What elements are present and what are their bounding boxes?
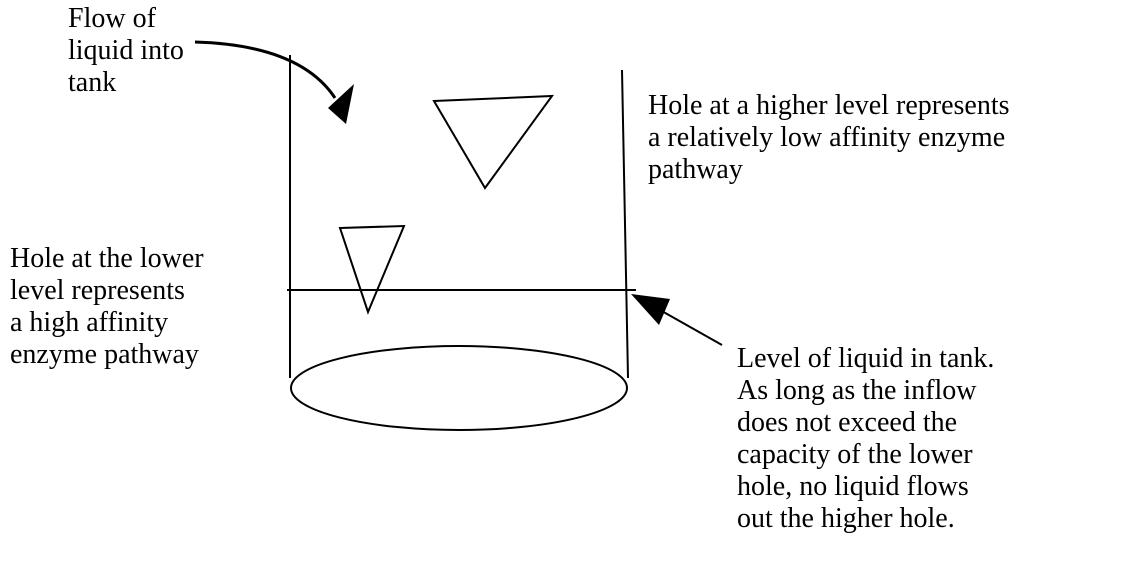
higher-hole-label-line: Hole at a higher level represents (648, 90, 1010, 121)
tank-bottom-ellipse (290, 345, 628, 431)
liquid-level-label-line: does not exceed the (737, 407, 958, 438)
flow-label-line: tank (68, 67, 117, 98)
inflow-arrowhead (328, 84, 354, 124)
lower-hole-label-line: enzyme pathway (10, 339, 199, 370)
liquid-level-label-line: Level of liquid in tank. (737, 343, 995, 374)
liquid-level-label-line: out the higher hole. (737, 503, 955, 534)
flow-label-line: liquid into (68, 35, 184, 66)
liquid-level-label: Level of liquid in tank. As long as the … (737, 343, 994, 535)
liquid-level-label-line: As long as the inflow (737, 375, 977, 406)
higher-hole-label-line: a relatively low affinity enzyme (648, 122, 1006, 153)
higher-hole-triangle (432, 94, 555, 190)
tank-right-wall (621, 69, 629, 379)
lower-hole-label-line: level represents (10, 275, 185, 306)
level-pointer-arrowhead (631, 294, 670, 325)
liquid-level-label-line: capacity of the lower (737, 439, 973, 470)
flow-of-liquid-label: Flow of liquid into tank (68, 3, 184, 99)
lower-hole-label-line: a high affinity (10, 307, 169, 338)
lower-hole-label: Hole at the lower level represents a hig… (10, 243, 204, 371)
level-pointer-line (659, 309, 723, 346)
higher-hole-label-line: pathway (648, 154, 743, 185)
inflow-arrow-curve (194, 40, 337, 99)
flow-label-line: Flow of (68, 3, 156, 34)
liquid-level-label-line: hole, no liquid flows (737, 471, 969, 502)
lower-hole-triangle (338, 224, 406, 315)
higher-hole-label: Hole at a higher level represents a rela… (648, 90, 1010, 186)
lower-hole-label-line: Hole at the lower (10, 243, 204, 274)
